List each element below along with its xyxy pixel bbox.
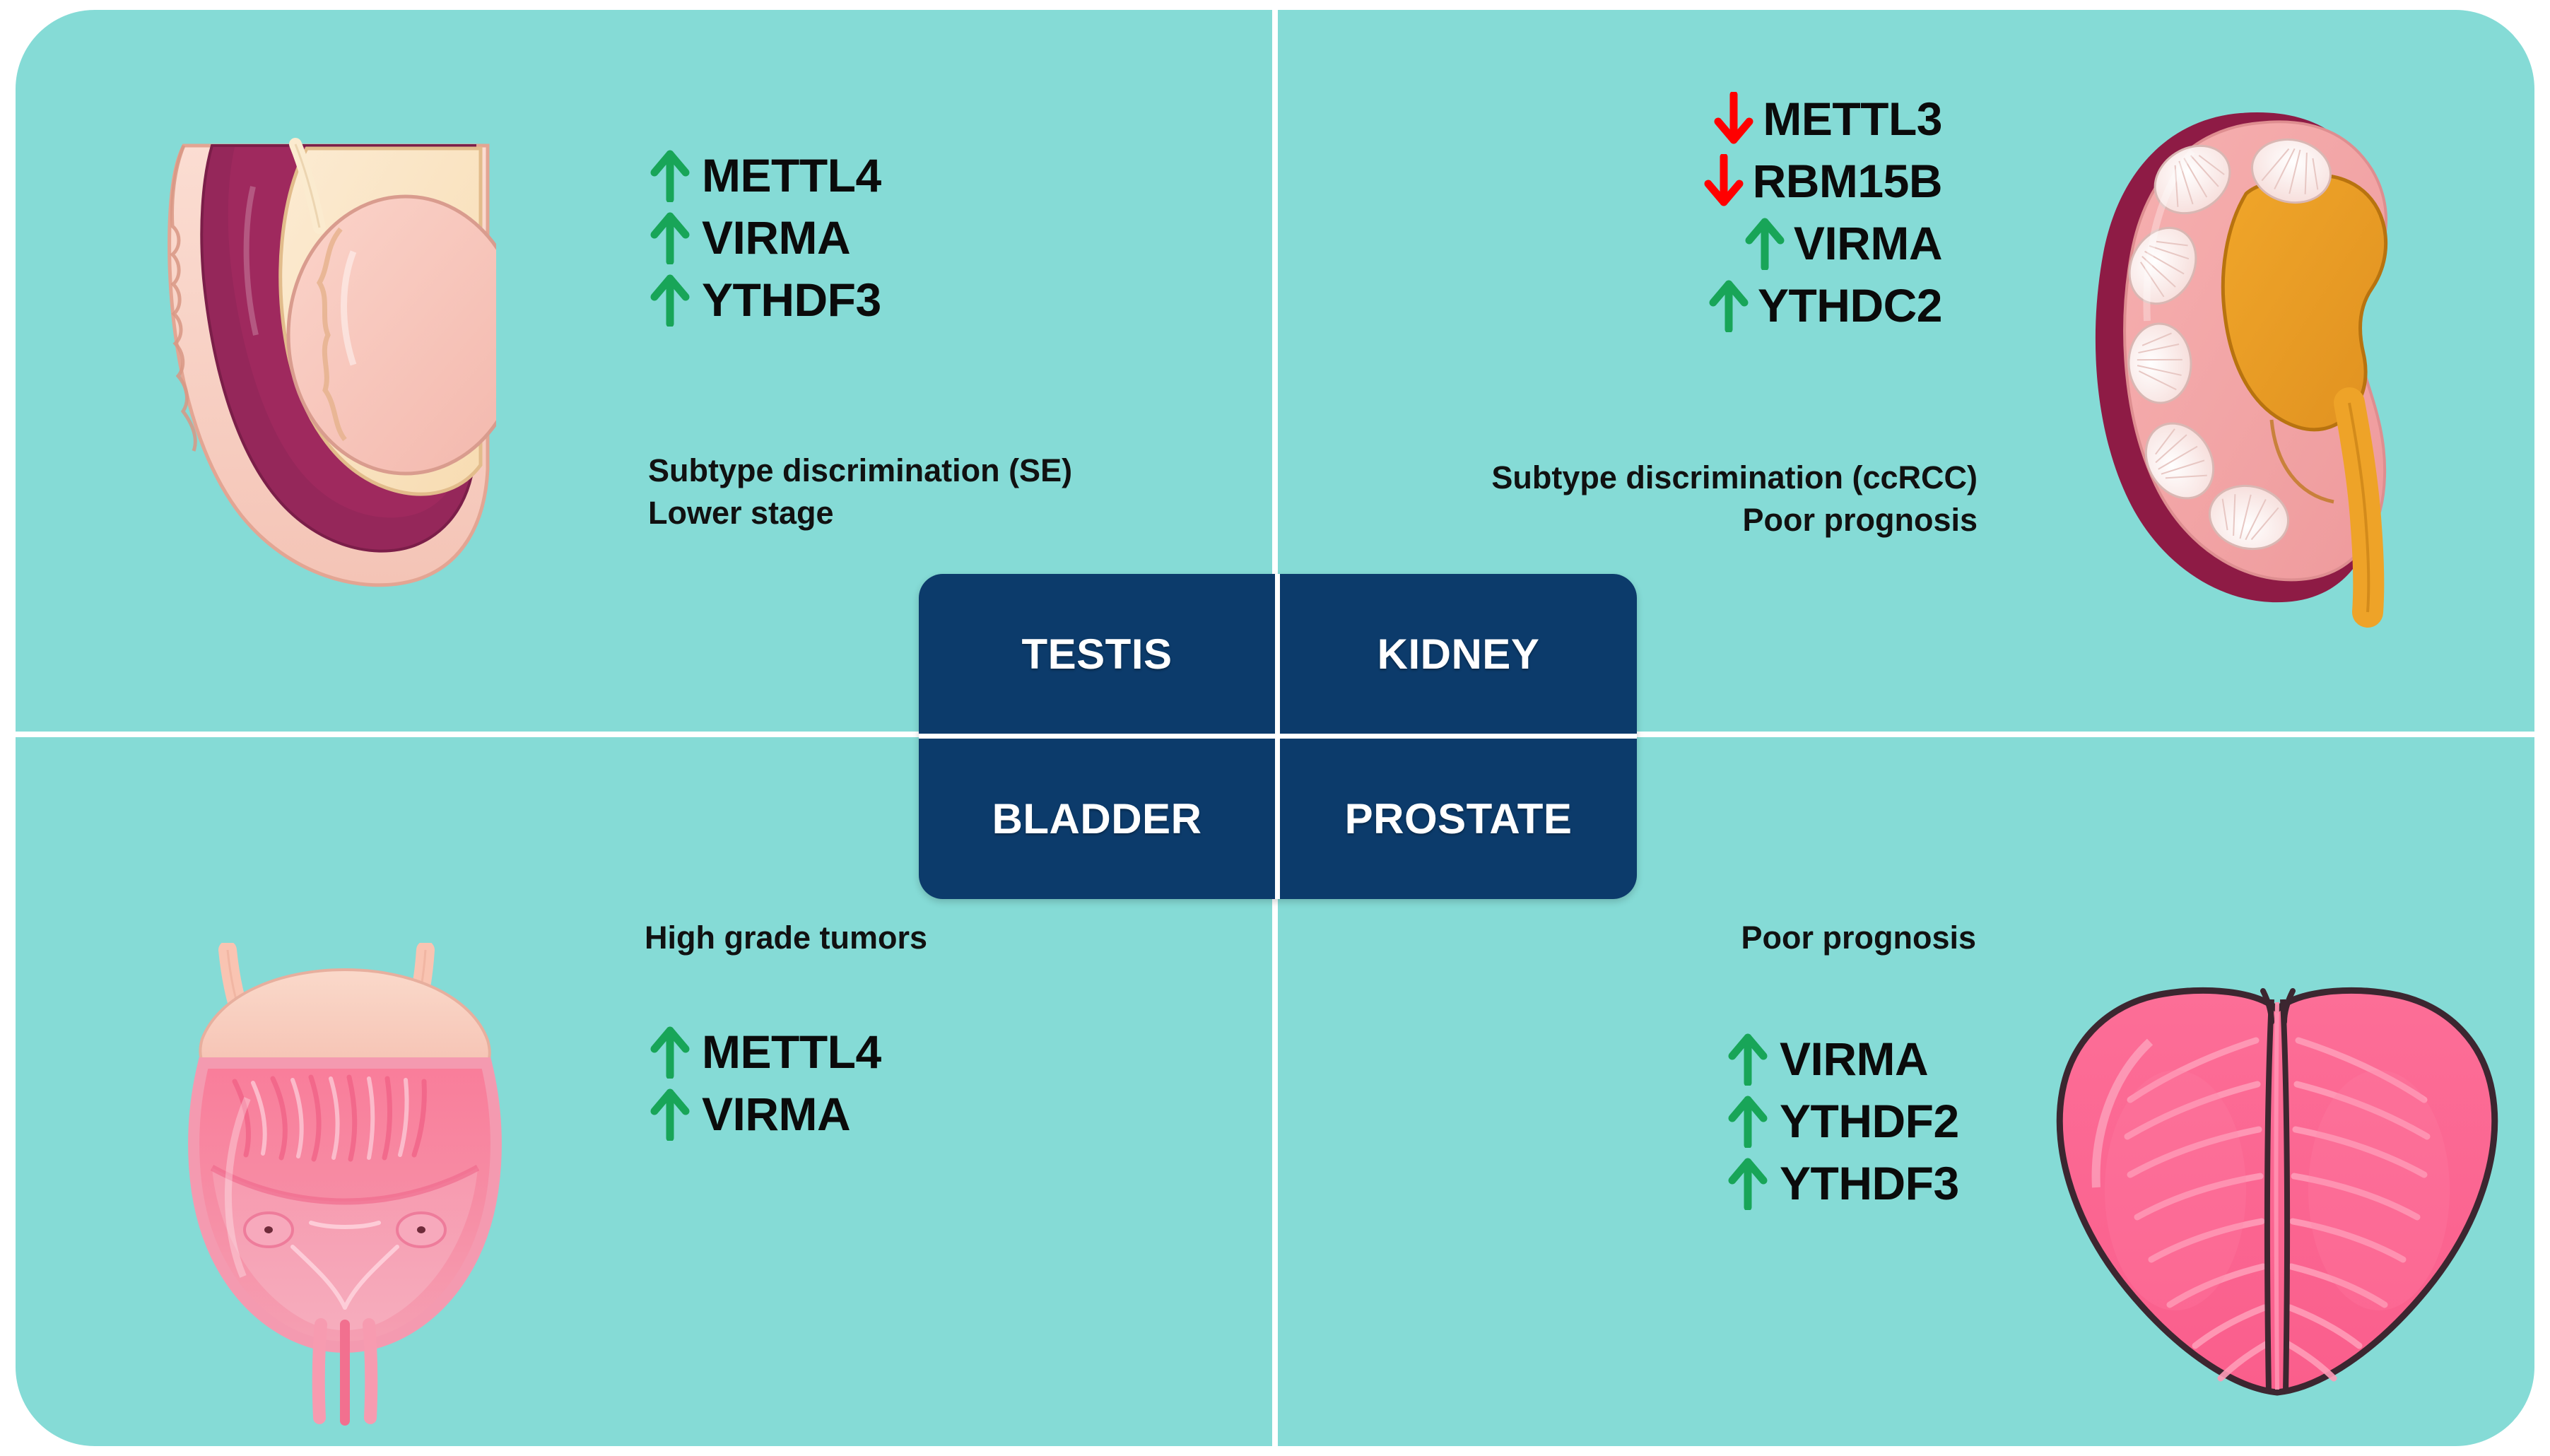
centerbox-label-testis[interactable]: TESTIS	[1021, 630, 1173, 678]
gene-name: VIRMA	[702, 211, 851, 264]
caption-line: Poor prognosis	[1741, 920, 1976, 956]
centerbox-label-prostate[interactable]: PROSTATE	[1344, 795, 1573, 843]
bladder-illustration	[129, 943, 567, 1438]
bladder-caption: High grade tumors	[645, 917, 927, 959]
gene-row: VIRMA	[1702, 212, 1943, 274]
gene-name: YTHDF2	[1780, 1095, 1959, 1147]
gene-row: VIRMA	[1726, 1028, 1959, 1090]
arrow-up-icon	[1726, 1094, 1770, 1148]
gene-name: YTHDF3	[702, 274, 881, 326]
gene-name: YTHDC2	[1757, 279, 1943, 331]
arrow-up-icon	[1743, 216, 1787, 270]
caption-line: Subtype discrimination (ccRCC)	[1491, 459, 1978, 495]
arrow-up-icon	[648, 1087, 692, 1141]
arrow-up-icon	[648, 148, 692, 202]
gene-row: METTL3	[1702, 88, 1942, 150]
gene-name: VIRMA	[1780, 1033, 1929, 1085]
gene-row: YTHDF3	[648, 269, 881, 331]
arrow-up-icon	[1726, 1156, 1770, 1210]
gene-row: YTHDF2	[1726, 1090, 1959, 1152]
arrow-up-icon	[1726, 1032, 1770, 1086]
gene-row: METTL4	[648, 1021, 881, 1083]
gene-name: YTHDF3	[1780, 1157, 1959, 1209]
arrow-up-icon	[648, 211, 692, 264]
figure-panel: METTL4 VIRMA YTHDF3 Subtype discriminati…	[16, 10, 2534, 1446]
centerbox-label-bladder[interactable]: BLADDER	[992, 795, 1202, 843]
gene-name: METTL3	[1763, 93, 1942, 145]
kidney-caption: Subtype discrimination (ccRCC) Poor prog…	[1491, 457, 1978, 541]
gene-name: METTL4	[702, 1026, 881, 1078]
kidney-gene-list: METTL3 RBM15B VIRMA YTHDC2	[1702, 88, 1943, 336]
arrow-down-icon	[1712, 92, 1756, 146]
caption-line: Poor prognosis	[1742, 501, 1978, 538]
organ-quadrant-box: TESTIS KIDNEY BLADDER PROSTATE	[919, 574, 1637, 899]
gene-name: VIRMA	[702, 1088, 851, 1140]
gene-row: VIRMA	[648, 206, 881, 269]
gene-name: VIRMA	[1793, 217, 1943, 269]
gene-row: VIRMA	[648, 1083, 881, 1145]
caption-line: Lower stage	[648, 494, 834, 531]
gene-row: YTHDC2	[1702, 274, 1943, 336]
arrow-up-icon	[648, 1025, 692, 1079]
centerbox-vertical-divider	[1275, 574, 1280, 899]
caption-line: Subtype discrimination (SE)	[648, 452, 1073, 488]
testis-gene-list: METTL4 VIRMA YTHDF3	[648, 144, 881, 331]
gene-row: RBM15B	[1702, 150, 1943, 212]
gene-name: METTL4	[702, 149, 881, 201]
prostate-gene-list: VIRMA YTHDF2 YTHDF3	[1726, 1028, 1959, 1214]
gene-row: YTHDF3	[1726, 1152, 1959, 1214]
testis-illustration	[129, 102, 496, 611]
kidney-illustration	[2086, 88, 2525, 653]
bladder-gene-list: METTL4 VIRMA	[648, 1021, 881, 1145]
gene-row: METTL4	[648, 144, 881, 206]
arrow-down-icon	[1702, 154, 1746, 208]
prostate-illustration	[2044, 978, 2510, 1416]
centerbox-label-kidney[interactable]: KIDNEY	[1377, 630, 1540, 678]
gene-name: RBM15B	[1752, 155, 1943, 207]
arrow-up-icon	[648, 273, 692, 327]
testis-caption: Subtype discrimination (SE) Lower stage	[648, 450, 1072, 534]
caption-line: High grade tumors	[645, 920, 928, 956]
prostate-caption: Poor prognosis	[1741, 917, 1976, 959]
arrow-up-icon	[1707, 278, 1751, 332]
